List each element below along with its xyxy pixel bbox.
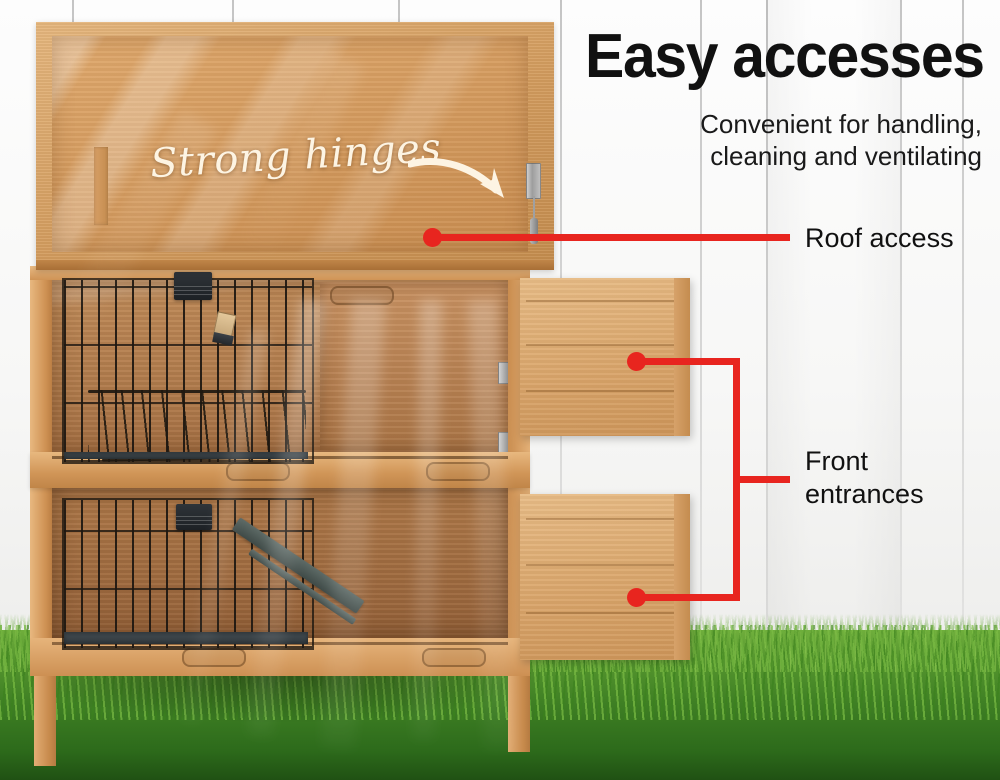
hay-feeder-rack — [88, 390, 306, 462]
upper-feeder-box — [174, 272, 212, 300]
roof-access-label: Roof access — [805, 223, 954, 253]
lower-tray-handle[interactable] — [182, 648, 246, 667]
interior-divider-panel — [320, 282, 508, 450]
front-entrances-line-1: Front — [805, 446, 869, 476]
roof-lid-bottom-edge — [36, 260, 554, 270]
hutch-leg-right — [508, 660, 530, 752]
front-entrance-lower-leader — [636, 594, 740, 601]
plank-seam — [962, 0, 964, 700]
door-plank-line — [526, 300, 684, 302]
lower-pullout-tray — [64, 632, 308, 644]
hutch-leg-left — [34, 660, 56, 766]
roof-panel-surface — [52, 36, 528, 252]
curved-arrow-icon — [408, 158, 504, 198]
lower-feeder-box — [176, 504, 212, 530]
feeder-vents — [174, 286, 212, 298]
plank-seam — [700, 0, 702, 700]
feeder-vents — [176, 516, 212, 528]
page-title: Easy accesses — [585, 22, 985, 91]
subtitle-line-2: cleaning and ventilating — [710, 141, 982, 172]
front-entrance-bracket-stub — [740, 476, 790, 483]
front-entrance-door-lower[interactable] — [520, 494, 690, 660]
roof-lock-stem — [533, 196, 535, 222]
front-entrance-upper-leader — [636, 358, 740, 365]
page-subtitle: Convenient for handling, cleaning and ve… — [552, 108, 982, 172]
front-entrance-door-upper[interactable] — [520, 278, 690, 436]
hay-rack-bars — [88, 390, 306, 462]
plank-seam — [900, 0, 902, 700]
roof-access-leader-line — [432, 234, 790, 241]
door-plank-line — [526, 612, 684, 614]
upper-tray-handle-right[interactable] — [426, 462, 490, 481]
door-plank-line — [526, 390, 684, 392]
roof-lock-plate-icon[interactable] — [526, 163, 541, 199]
roof-hinge-strip — [94, 147, 108, 225]
front-entrances-line-2: entrances — [805, 478, 924, 509]
front-entrances-label: Front entrances — [805, 445, 924, 511]
roof-lock-hook-icon[interactable] — [530, 218, 538, 244]
door-plank-line — [526, 564, 684, 566]
door-edge-right — [674, 278, 690, 436]
upper-pullout-tray — [64, 452, 308, 459]
door-edge-right — [674, 494, 690, 660]
door-plank-line — [526, 344, 684, 346]
upper-tray-handle[interactable] — [226, 462, 290, 481]
subtitle-line-1: Convenient for handling, — [700, 109, 982, 139]
front-entrance-bracket-spine — [733, 358, 740, 601]
plank-seam — [766, 0, 768, 700]
roof-lid[interactable] — [36, 22, 554, 270]
divider-tray-handle — [330, 286, 394, 305]
hay-rack-top-wire — [88, 390, 306, 393]
door-plank-line — [526, 518, 684, 520]
lower-tray-handle-right[interactable] — [422, 648, 486, 667]
plank-shading — [766, 0, 900, 700]
